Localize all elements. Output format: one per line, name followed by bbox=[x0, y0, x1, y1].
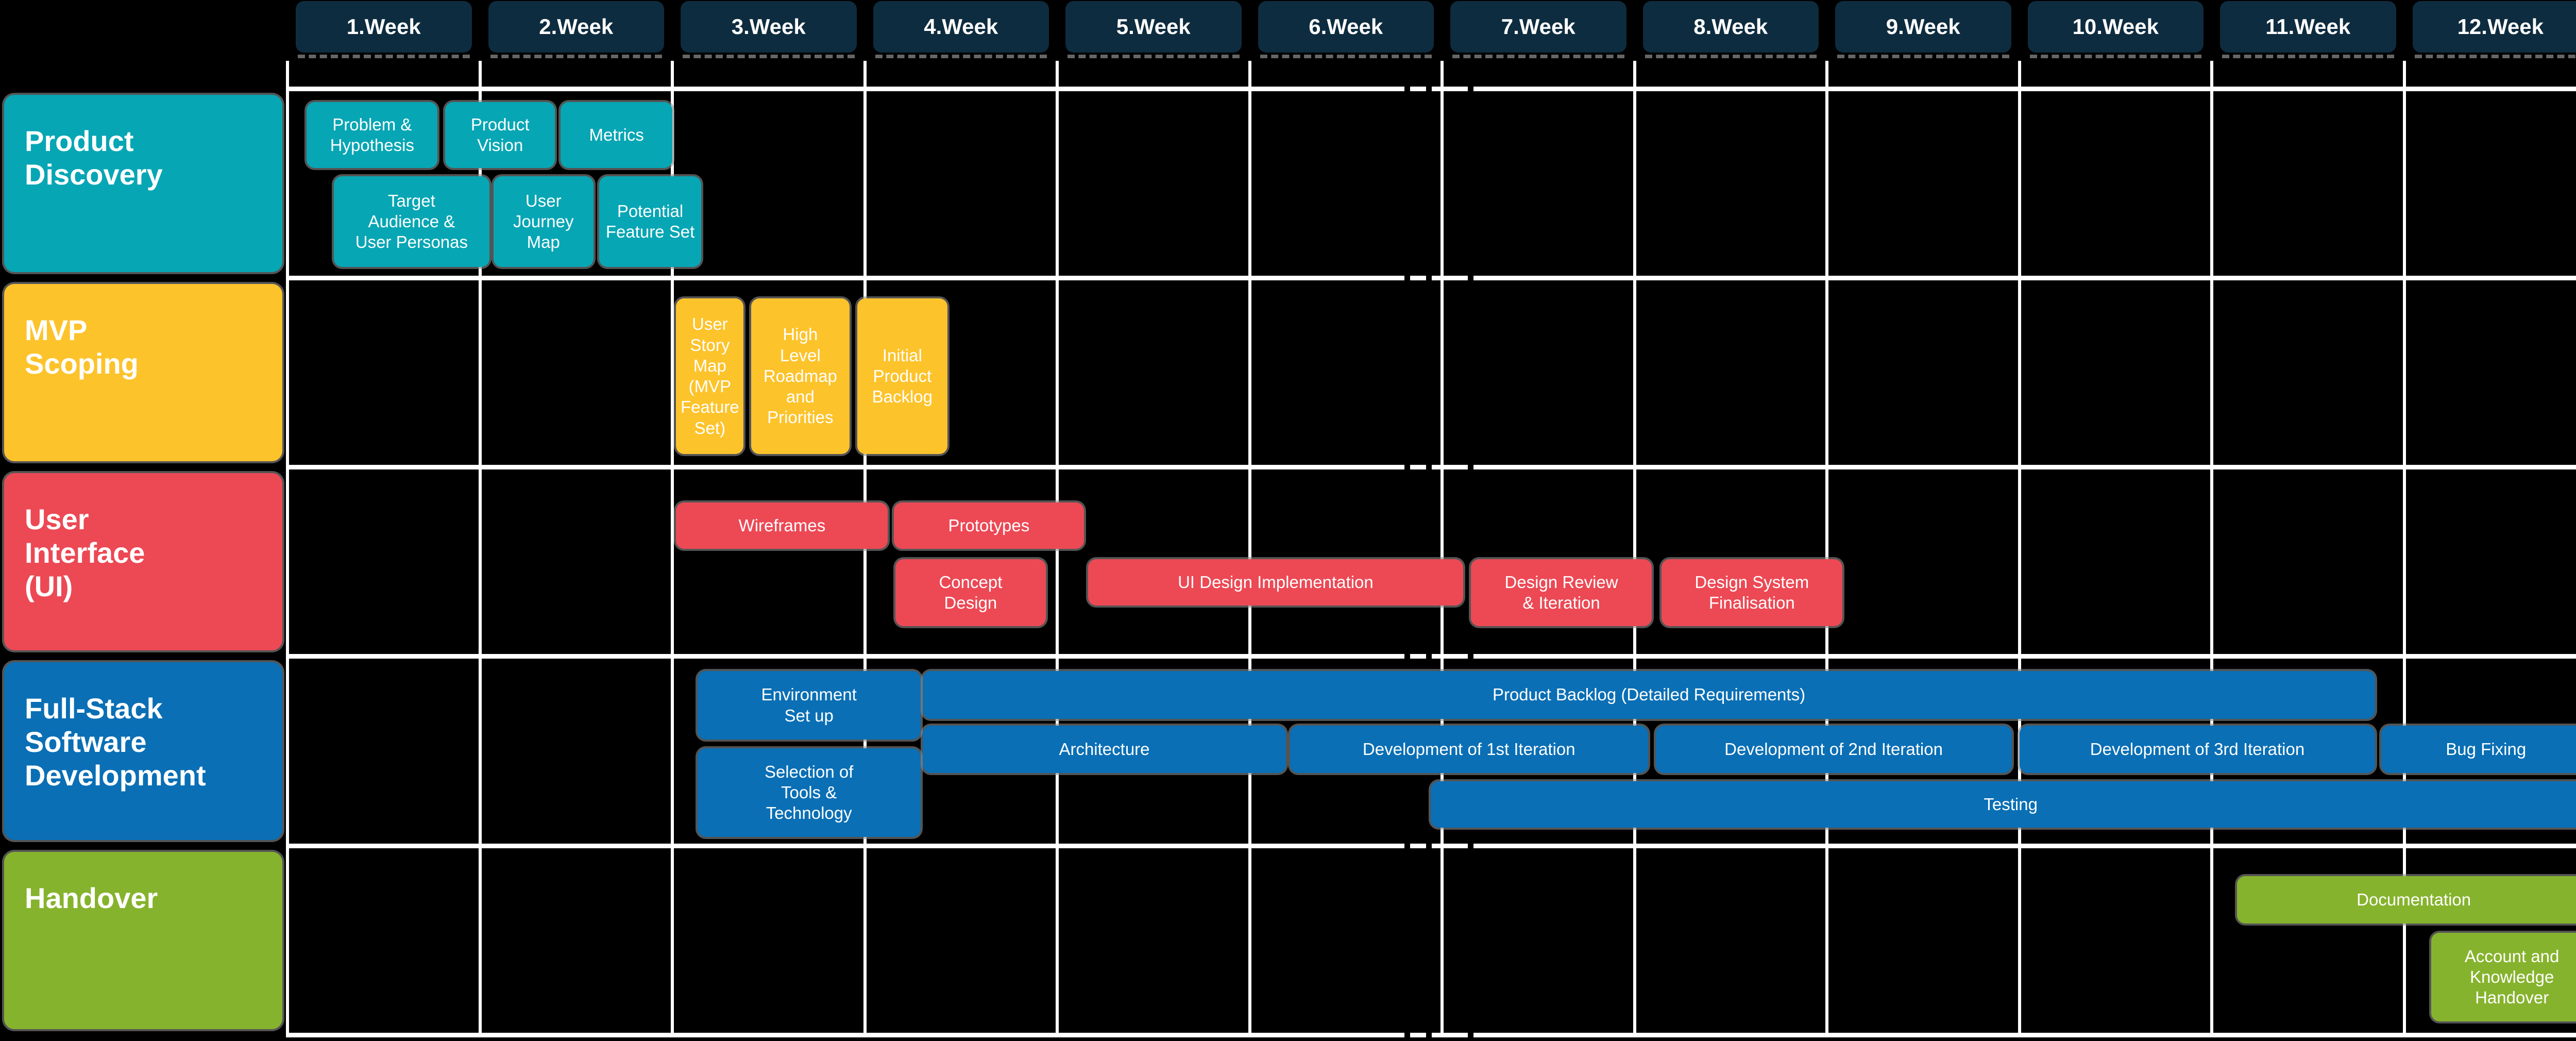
vertical-gridline bbox=[1633, 61, 1636, 1037]
header-week-cell: 8.Week bbox=[1642, 1, 1819, 53]
vertical-gridline bbox=[1825, 61, 1828, 1037]
task-bar: Initial Product Backlog bbox=[857, 298, 948, 454]
gridline-break-mark bbox=[1426, 843, 1432, 849]
task-bar: Product Vision bbox=[445, 102, 555, 168]
vertical-gridline bbox=[2210, 61, 2213, 1037]
header-week-cell: 1.Week bbox=[296, 1, 472, 53]
header-week-cell: 3.Week bbox=[681, 1, 857, 53]
header-cell-shadow bbox=[1067, 55, 1240, 58]
header-cell-shadow bbox=[683, 55, 855, 58]
task-bar: Development of 3rd Iteration bbox=[2019, 726, 2376, 773]
task-bar: Design Review & Iteration bbox=[1471, 559, 1652, 626]
horizontal-gridline bbox=[287, 654, 2576, 659]
task-bar: Metrics bbox=[561, 102, 672, 168]
task-bar: Environment Set up bbox=[697, 671, 921, 740]
task-bar: Development of 1st Iteration bbox=[1290, 726, 1648, 773]
task-bar: Target Audience & User Personas bbox=[333, 176, 490, 267]
gridline-break-mark bbox=[1426, 86, 1432, 92]
header-cell-shadow bbox=[2414, 55, 2576, 58]
gridline-break-mark bbox=[1426, 275, 1432, 281]
header-cell-shadow bbox=[1452, 55, 1624, 58]
task-bar: Bug Fixing bbox=[2381, 726, 2576, 773]
vertical-gridline bbox=[1056, 61, 1059, 1037]
phase-label: Full-Stack Software Development bbox=[4, 662, 282, 840]
task-bar: User Story Map (MVP Feature Set) bbox=[676, 298, 744, 454]
task-bar: Account and Knowledge Handover bbox=[2431, 933, 2576, 1021]
task-bar: Prototypes bbox=[893, 502, 1084, 549]
header-cell-shadow bbox=[1260, 55, 1432, 58]
task-bar: Documentation bbox=[2236, 876, 2576, 924]
task-bar: Potential Feature Set bbox=[599, 176, 702, 267]
gridline-break-mark bbox=[1404, 464, 1410, 470]
task-bar: Testing bbox=[1430, 781, 2576, 828]
task-bar: High Level Roadmap and Priorities bbox=[751, 298, 850, 454]
phase-label: MVP Scoping bbox=[4, 284, 282, 461]
phase-label: User Interface (UI) bbox=[4, 473, 282, 650]
gridline-break-mark bbox=[1404, 653, 1410, 659]
header-cell-shadow bbox=[875, 55, 1047, 58]
gridline-break-mark bbox=[1468, 464, 1473, 470]
gridline-break-mark bbox=[1468, 275, 1473, 281]
gridline-break-mark bbox=[1404, 1032, 1410, 1038]
header-cell-shadow bbox=[1645, 55, 1817, 58]
gridline-break-mark bbox=[1404, 843, 1410, 849]
horizontal-gridline bbox=[287, 844, 2576, 848]
gridline-break-mark bbox=[1468, 653, 1473, 659]
gridline-break-mark bbox=[1468, 1032, 1473, 1038]
task-bar: User Journey Map bbox=[493, 176, 594, 267]
header-cell-shadow bbox=[2029, 55, 2201, 58]
gridline-break-mark bbox=[1426, 464, 1432, 470]
horizontal-gridline bbox=[287, 465, 2576, 469]
header-week-cell: 5.Week bbox=[1065, 1, 1242, 53]
task-bar: Product Backlog (Detailed Requirements) bbox=[922, 671, 2376, 719]
header-cell-shadow bbox=[490, 55, 662, 58]
task-bar: Wireframes bbox=[676, 502, 888, 549]
horizontal-gridline bbox=[287, 1033, 2576, 1037]
header-cell-shadow bbox=[2222, 55, 2394, 58]
gridline-break-mark bbox=[1404, 86, 1410, 92]
vertical-gridline bbox=[2018, 61, 2021, 1037]
header-cell-shadow bbox=[1837, 55, 2009, 58]
vertical-gridline bbox=[286, 61, 289, 1037]
vertical-gridline bbox=[671, 61, 674, 1037]
phase-label: Handover bbox=[4, 852, 282, 1029]
vertical-gridline bbox=[863, 61, 867, 1037]
header-week-cell: 9.Week bbox=[1835, 1, 2011, 53]
phase-label: Product Discovery bbox=[4, 95, 282, 272]
vertical-gridline bbox=[1248, 61, 1251, 1037]
vertical-gridline bbox=[478, 61, 482, 1037]
gridline-break-mark bbox=[1468, 843, 1473, 849]
task-bar: UI Design Implementation bbox=[1088, 559, 1464, 606]
header-cell-shadow bbox=[298, 55, 470, 58]
task-bar: Development of 2nd Iteration bbox=[1655, 726, 2012, 773]
gridline-break-mark bbox=[1468, 86, 1473, 92]
horizontal-gridline bbox=[287, 87, 2576, 91]
gridline-break-mark bbox=[1426, 653, 1432, 659]
vertical-gridline bbox=[1440, 61, 1444, 1037]
gridline-break-mark bbox=[1426, 1032, 1432, 1038]
header-week-cell: 6.Week bbox=[1258, 1, 1434, 53]
task-bar: Design System Finalisation bbox=[1661, 559, 1842, 626]
header-week-cell: 10.Week bbox=[2027, 1, 2204, 53]
task-bar: Concept Design bbox=[895, 559, 1046, 626]
header-week-cell: 2.Week bbox=[488, 1, 664, 53]
header-week-cell: 7.Week bbox=[1450, 1, 1626, 53]
gridline-break-mark bbox=[1404, 275, 1410, 281]
task-bar: Problem & Hypothesis bbox=[307, 102, 438, 168]
header-week-cell: 4.Week bbox=[873, 1, 1049, 53]
header-week-cell: 11.Week bbox=[2220, 1, 2396, 53]
vertical-gridline bbox=[2402, 61, 2406, 1037]
task-bar: Selection of Tools & Technology bbox=[697, 748, 921, 837]
task-bar: Architecture bbox=[922, 726, 1286, 773]
header-week-cell: 12.Week bbox=[2412, 1, 2576, 53]
horizontal-gridline bbox=[287, 276, 2576, 280]
